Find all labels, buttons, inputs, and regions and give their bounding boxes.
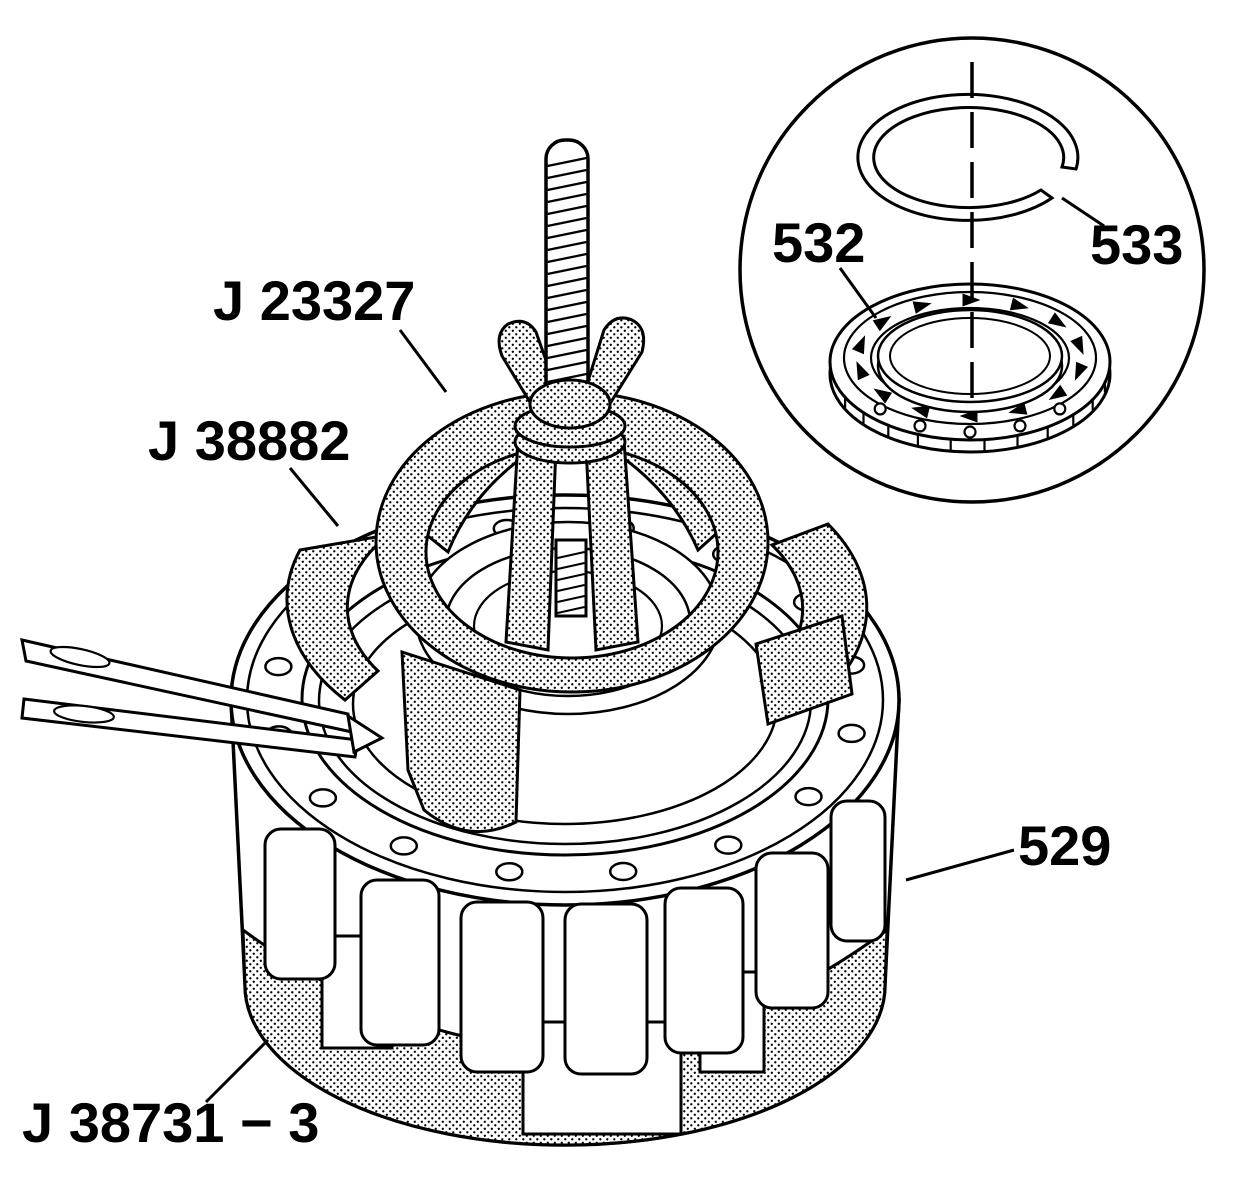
pliers-tips xyxy=(345,712,386,755)
leader-j38731 xyxy=(204,1038,270,1104)
compressor-strap-right xyxy=(584,438,640,652)
label-holding-fixture: J 38731 − 3 xyxy=(22,1091,319,1154)
sprag-assembly-drawing xyxy=(828,282,1112,454)
forcing-screw xyxy=(544,138,590,414)
leader-533 xyxy=(1061,196,1105,228)
sprag-bore-upper xyxy=(876,308,1064,404)
callouts: J 23327 J 38882 532 533 529 J 38731 − 3 xyxy=(22,196,1183,1154)
leader-529 xyxy=(905,848,1015,882)
adapter-left-segment xyxy=(285,532,394,702)
forcing-screw-lower-threads xyxy=(557,551,585,614)
leader-j38882 xyxy=(288,467,340,527)
label-sprag-assembly: 532 xyxy=(772,211,865,274)
sprag-elements xyxy=(851,293,1089,423)
detail-view xyxy=(738,36,1206,504)
pliers-upper-slot xyxy=(49,645,111,669)
wing-nut-hub xyxy=(528,378,612,430)
retaining-ring-drawing xyxy=(856,92,1080,222)
label-clutch-housing: 529 xyxy=(1018,814,1111,877)
adapter-front-tab xyxy=(400,649,522,834)
leader-532 xyxy=(838,267,878,319)
pliers-lower-slot xyxy=(53,704,115,724)
forcing-screw-threads xyxy=(547,156,587,396)
snap-ring-pliers xyxy=(20,638,386,759)
compressor-ring xyxy=(374,390,770,694)
sprag-cage-ticks xyxy=(843,380,1107,451)
drum-wall-slots xyxy=(263,799,887,1076)
label-compressor-tool: J 23327 xyxy=(213,269,415,332)
label-retaining-ring: 533 xyxy=(1090,213,1183,276)
sprag-bore-edge xyxy=(889,317,1051,395)
sprag-cage-outer xyxy=(842,290,1098,426)
sprag-rollers xyxy=(873,402,1067,439)
label-compressor-adapter: J 38882 xyxy=(148,409,350,472)
leader-j23327 xyxy=(398,329,448,393)
adapter-right-tab xyxy=(754,614,854,727)
compressor-strap-left xyxy=(504,438,558,652)
clutch-assembly-drawing xyxy=(20,138,901,1147)
